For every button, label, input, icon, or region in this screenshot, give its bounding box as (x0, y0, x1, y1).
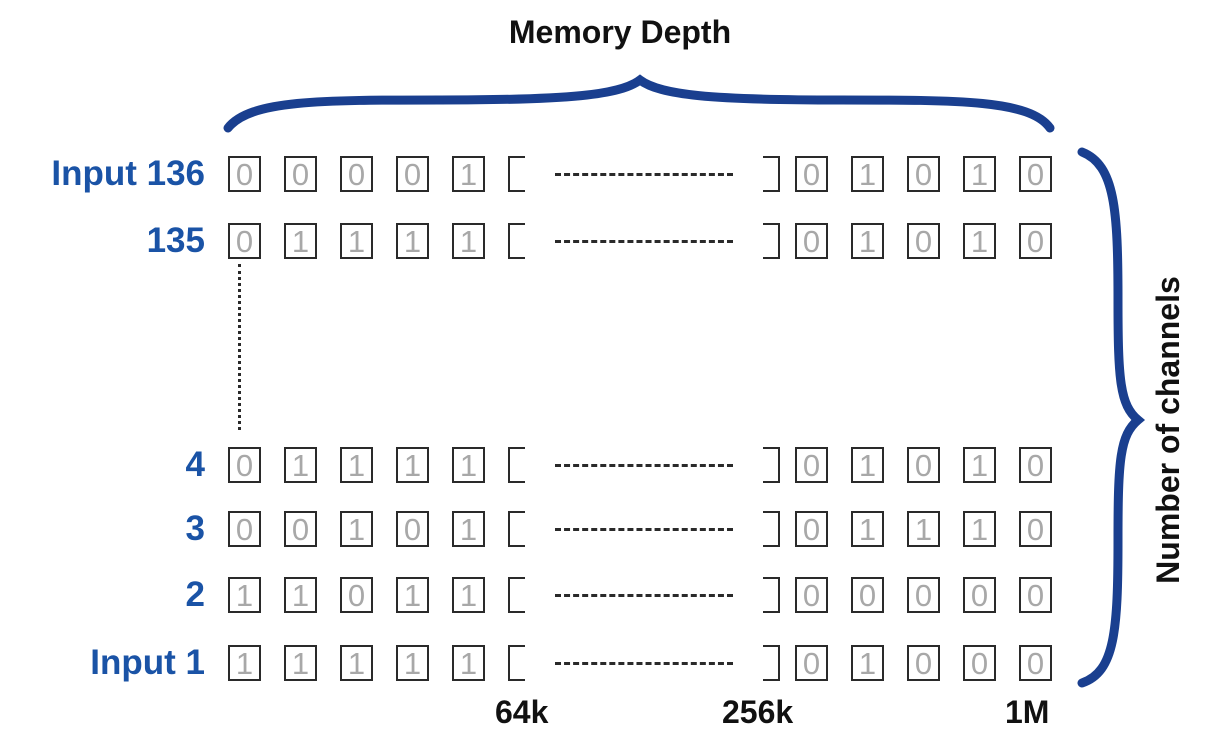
continuation-dashes (555, 464, 733, 467)
bit-cell: 1 (340, 645, 373, 681)
bit-cell: 0 (907, 223, 940, 259)
continuation-dashes (555, 528, 733, 531)
bit-cell: 0 (1019, 447, 1052, 483)
bit-cell: 0 (1019, 223, 1052, 259)
open-cell-left (508, 577, 525, 613)
tick-1m: 1M (1005, 694, 1050, 730)
bit-cell: 1 (396, 447, 429, 483)
bit-cell: 1 (851, 511, 884, 547)
open-cell-right (763, 156, 780, 192)
bit-cell: 0 (1019, 577, 1052, 613)
bit-cell: 0 (1019, 156, 1052, 192)
open-cell-left (508, 511, 525, 547)
row-label: Input 136 (51, 154, 205, 193)
bit-cell: 0 (284, 511, 317, 547)
bit-cell: 1 (284, 447, 317, 483)
open-cell-left (508, 223, 525, 259)
bit-cell: 0 (396, 156, 429, 192)
bit-cell: 1 (452, 156, 485, 192)
bit-cell: 0 (284, 156, 317, 192)
bit-cell: 1 (396, 223, 429, 259)
open-cell-right (763, 577, 780, 613)
row-label: Input 1 (90, 643, 205, 682)
bit-cell: 0 (795, 447, 828, 483)
continuation-dashes (555, 240, 733, 243)
open-cell-left (508, 447, 525, 483)
bit-cell: 0 (907, 447, 940, 483)
bit-cell: 1 (228, 577, 261, 613)
bit-cell: 1 (851, 447, 884, 483)
bit-cell: 1 (452, 511, 485, 547)
bit-cell: 1 (340, 223, 373, 259)
bit-cell: 1 (452, 447, 485, 483)
bit-cell: 0 (795, 577, 828, 613)
row-label: 4 (185, 445, 205, 484)
bit-cell: 0 (795, 511, 828, 547)
bit-cell: 1 (851, 645, 884, 681)
open-cell-right (763, 223, 780, 259)
bit-cell: 0 (1019, 511, 1052, 547)
bit-cell: 1 (963, 156, 996, 192)
bit-cell: 0 (795, 645, 828, 681)
bit-cell: 0 (228, 223, 261, 259)
open-cell-right (763, 511, 780, 547)
bit-cell: 0 (851, 577, 884, 613)
bit-cell: 1 (851, 223, 884, 259)
row-label: 3 (185, 509, 205, 548)
bit-cell: 1 (340, 511, 373, 547)
bit-cell: 1 (228, 645, 261, 681)
bit-cell: 1 (396, 577, 429, 613)
bit-cell: 0 (795, 156, 828, 192)
bit-cell: 0 (907, 156, 940, 192)
memory-depth-title: Memory Depth (508, 14, 732, 50)
row-label: 2 (185, 575, 205, 614)
bit-cell: 1 (963, 511, 996, 547)
bit-cell: 1 (963, 447, 996, 483)
tick-256k: 256k (722, 694, 794, 730)
bit-cell: 1 (907, 511, 940, 547)
bit-cell: 0 (340, 156, 373, 192)
bit-cell: 0 (795, 223, 828, 259)
bit-cell: 0 (228, 447, 261, 483)
open-cell-right (763, 645, 780, 681)
bit-cell: 1 (284, 223, 317, 259)
continuation-dashes (555, 662, 733, 665)
memory-depth-brace (223, 74, 1055, 133)
bit-cell: 0 (907, 577, 940, 613)
bit-cell: 0 (963, 645, 996, 681)
bit-cell: 1 (452, 577, 485, 613)
bit-cell: 0 (396, 511, 429, 547)
channels-brace (1077, 147, 1146, 688)
bit-cell: 0 (340, 577, 373, 613)
bit-cell: 1 (396, 645, 429, 681)
tick-64k: 64k (495, 694, 549, 730)
bit-cell: 1 (284, 577, 317, 613)
bit-cell: 1 (452, 645, 485, 681)
bit-cell: 0 (907, 645, 940, 681)
bit-cell: 1 (340, 447, 373, 483)
bit-cell: 1 (284, 645, 317, 681)
bit-cell: 0 (1019, 645, 1052, 681)
number-of-channels-label: Number of channels (1150, 276, 1186, 584)
bit-cell: 1 (452, 223, 485, 259)
bit-cell: 0 (228, 156, 261, 192)
bit-cell: 0 (963, 577, 996, 613)
bit-cell: 0 (228, 511, 261, 547)
open-cell-right (763, 447, 780, 483)
vertical-ellipsis (238, 264, 241, 430)
bit-cell: 1 (963, 223, 996, 259)
continuation-dashes (555, 173, 733, 176)
row-label: 135 (146, 221, 205, 260)
continuation-dashes (555, 594, 733, 597)
open-cell-left (508, 156, 525, 192)
open-cell-left (508, 645, 525, 681)
bit-cell: 1 (851, 156, 884, 192)
